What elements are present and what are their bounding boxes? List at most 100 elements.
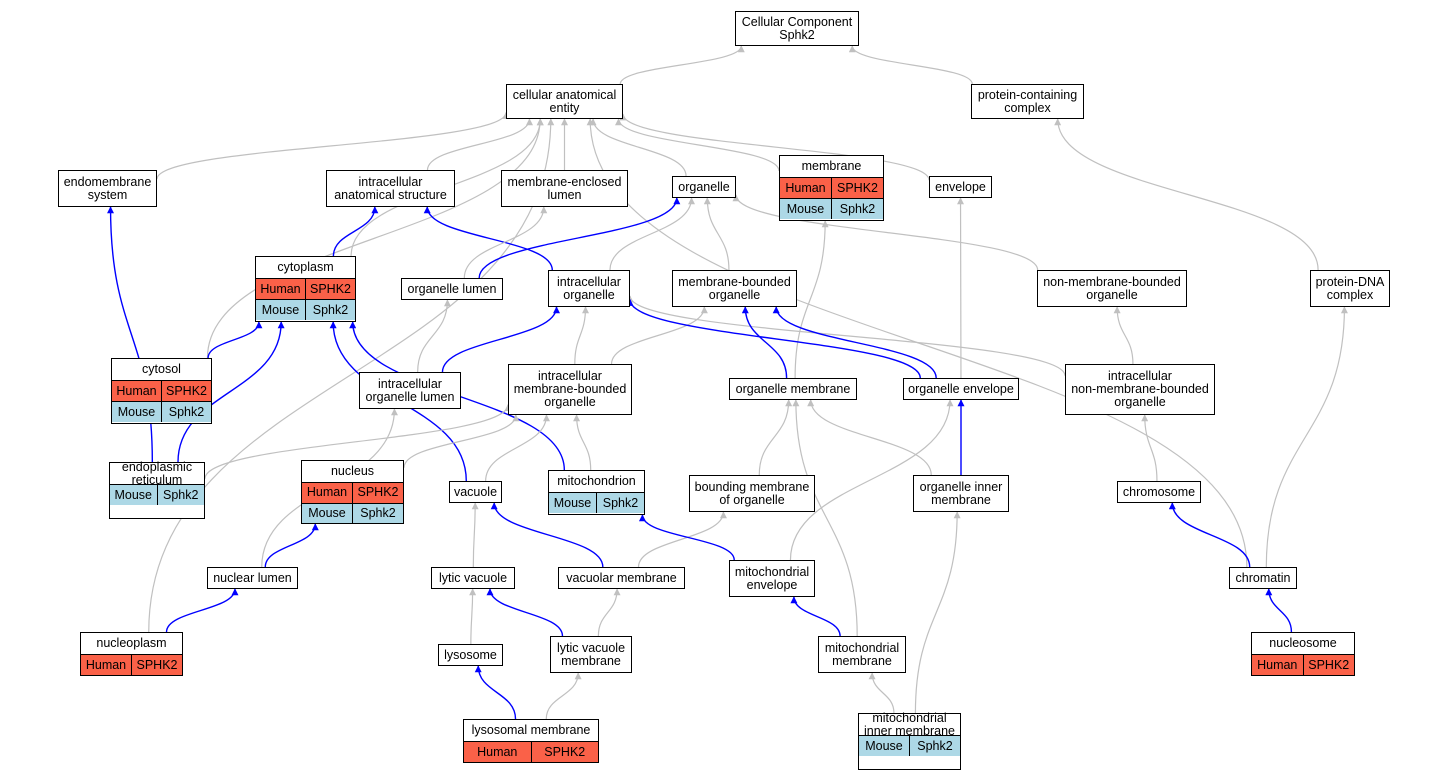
node-ias[interactable]: intracellular anatomical structure: [326, 170, 455, 207]
node-label: nucleosome: [1269, 636, 1337, 650]
edge-oim-to-om: [807, 399, 932, 476]
species-cell: Human: [477, 744, 518, 759]
node-label: intracellular anatomical structure: [334, 174, 447, 202]
edge-lv-to-vac: [471, 502, 479, 568]
node-label: organelle inner membrane: [919, 479, 1003, 507]
edge-np-to-nl: [165, 588, 239, 633]
edge-nl-to-nuc: [264, 523, 319, 568]
node-me[interactable]: mitochondrial envelope: [729, 560, 815, 597]
node-io[interactable]: intracellular organelle: [548, 270, 630, 307]
edge-lvm-to-lv: [486, 588, 564, 637]
gene-symbol-cell: SPHK2: [352, 483, 403, 503]
node-label: lysosome: [444, 647, 497, 662]
node-pdna[interactable]: protein-DNA complex: [1310, 270, 1390, 307]
edge-cytosol-to-cae: [206, 118, 544, 359]
node-chrt[interactable]: chromatin: [1229, 567, 1297, 589]
node-label: nuclear lumen: [213, 570, 292, 585]
node-env[interactable]: envelope: [929, 176, 992, 198]
node-inmbo[interactable]: intracellular non-membrane-bounded organ…: [1065, 364, 1215, 415]
node-mm[interactable]: mitochondrial membrane: [818, 636, 906, 673]
node-chr[interactable]: chromosome: [1117, 481, 1201, 503]
node-label: mitochondrion: [557, 474, 636, 488]
node-orl[interactable]: organelle lumen: [401, 278, 503, 300]
node-iol[interactable]: intracellular organelle lumen: [359, 372, 461, 409]
species-cell: Mouse: [261, 302, 300, 317]
node-nmbo[interactable]: non-membrane-bounded organelle: [1037, 270, 1187, 307]
node-label: intracellular organelle: [557, 274, 621, 302]
node-label: endoplasmic reticulum: [121, 459, 193, 487]
node-vm[interactable]: vacuolar membrane: [558, 567, 685, 589]
edge-chr-to-inmbo: [1141, 414, 1158, 482]
node-mel[interactable]: membrane-enclosed lumen: [501, 170, 628, 207]
node-label: endomembrane system: [63, 174, 152, 202]
gene-symbol-cell: SPHK2: [530, 742, 599, 762]
node-lys[interactable]: lysosome: [438, 644, 503, 666]
node-label: mitochondrial envelope: [734, 564, 810, 592]
edge-io-to-ias: [423, 206, 553, 271]
node-pcc[interactable]: protein-containing complex: [971, 84, 1084, 119]
species-cell: Mouse: [117, 404, 156, 419]
edge-mm-to-om: [792, 399, 858, 637]
node-mbo[interactable]: membrane-bounded organelle: [672, 270, 797, 307]
node-label: organelle envelope: [908, 381, 1014, 396]
node-label: organelle lumen: [407, 281, 497, 296]
species-cell: Human: [85, 657, 127, 672]
gene-symbol-cell: SPHK2: [831, 178, 883, 198]
species-cell: Human: [306, 485, 348, 500]
node-label: mitochondrial inner membrane: [863, 710, 955, 738]
species-cell: Mouse: [865, 738, 903, 753]
species-cell: Human: [785, 180, 826, 195]
mouse-gene-row: Mouse Sphk2: [859, 735, 960, 756]
node-label: intracellular non-membrane-bounded organ…: [1071, 369, 1209, 409]
node-lv[interactable]: lytic vacuole: [431, 567, 515, 589]
node-cc[interactable]: Cellular Component Sphk2: [735, 11, 859, 46]
node-nl[interactable]: nuclear lumen: [207, 567, 298, 589]
node-oe[interactable]: organelle envelope: [903, 378, 1019, 400]
node-imbo[interactable]: intracellular membrane-bounded organelle: [508, 364, 632, 415]
node-lvm[interactable]: lytic vacuole membrane: [550, 636, 632, 673]
edge-imbo-to-mbo: [610, 306, 708, 365]
edge-om-to-mbo: [741, 306, 788, 379]
node-ems[interactable]: endomembrane system: [58, 170, 157, 207]
edge-nuc-to-imbo: [403, 414, 520, 468]
edge-mbo-to-org: [703, 197, 730, 271]
node-label: protein-containing complex: [977, 87, 1078, 115]
human-gene-row: Human SPHK2: [464, 741, 598, 762]
node-label: chromatin: [1235, 570, 1291, 585]
node-vac[interactable]: vacuole: [449, 481, 502, 503]
node-bmo[interactable]: bounding membrane of organelle: [689, 475, 815, 512]
node-org[interactable]: organelle: [672, 176, 736, 198]
gene-symbol-cell: Sphk2: [909, 736, 960, 756]
edge-er-to-imbo: [204, 403, 512, 479]
node-label: organelle membrane: [735, 381, 851, 396]
node-cae[interactable]: cellular anatomical entity: [506, 84, 623, 119]
node-om[interactable]: organelle membrane: [729, 378, 857, 400]
node-label: bounding membrane of organelle: [694, 479, 810, 507]
node-label: membrane: [801, 159, 862, 173]
edge-me-to-oe: [789, 399, 954, 561]
edge-ns-to-chrt: [1265, 588, 1293, 633]
edge-oe-to-mbo: [772, 306, 937, 379]
node-label: lytic vacuole membrane: [556, 640, 626, 668]
node-oim[interactable]: organelle inner membrane: [913, 475, 1009, 512]
edge-pcc-to-cc: [848, 45, 973, 85]
node-label: intracellular organelle lumen: [365, 376, 455, 404]
